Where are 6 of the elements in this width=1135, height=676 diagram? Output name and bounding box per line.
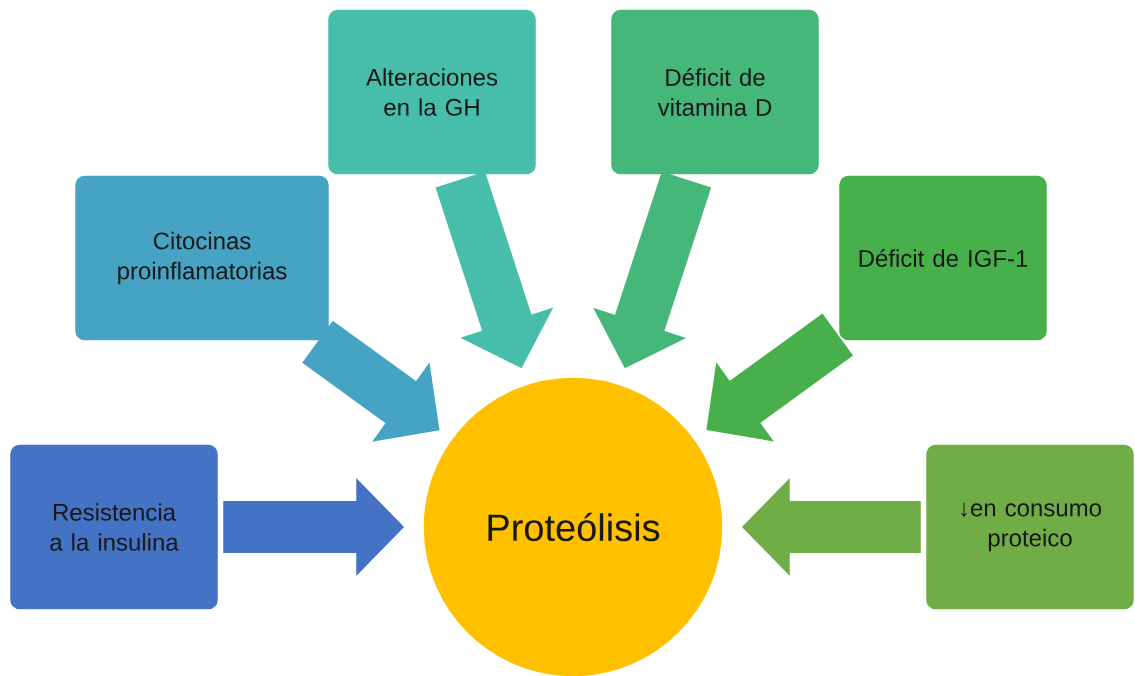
cause-box: Déficit de IGF-1 — [837, 174, 1049, 342]
cause-box: Déficit de vitamina D — [609, 8, 821, 176]
cause-box: ↓en consumo proteico — [924, 443, 1135, 611]
cause-box: Resistencia a la insulina — [8, 443, 220, 611]
cause-box: Citocinas proinflamatorias — [73, 174, 331, 342]
cause-box: Alteraciones en la GH — [326, 8, 538, 176]
